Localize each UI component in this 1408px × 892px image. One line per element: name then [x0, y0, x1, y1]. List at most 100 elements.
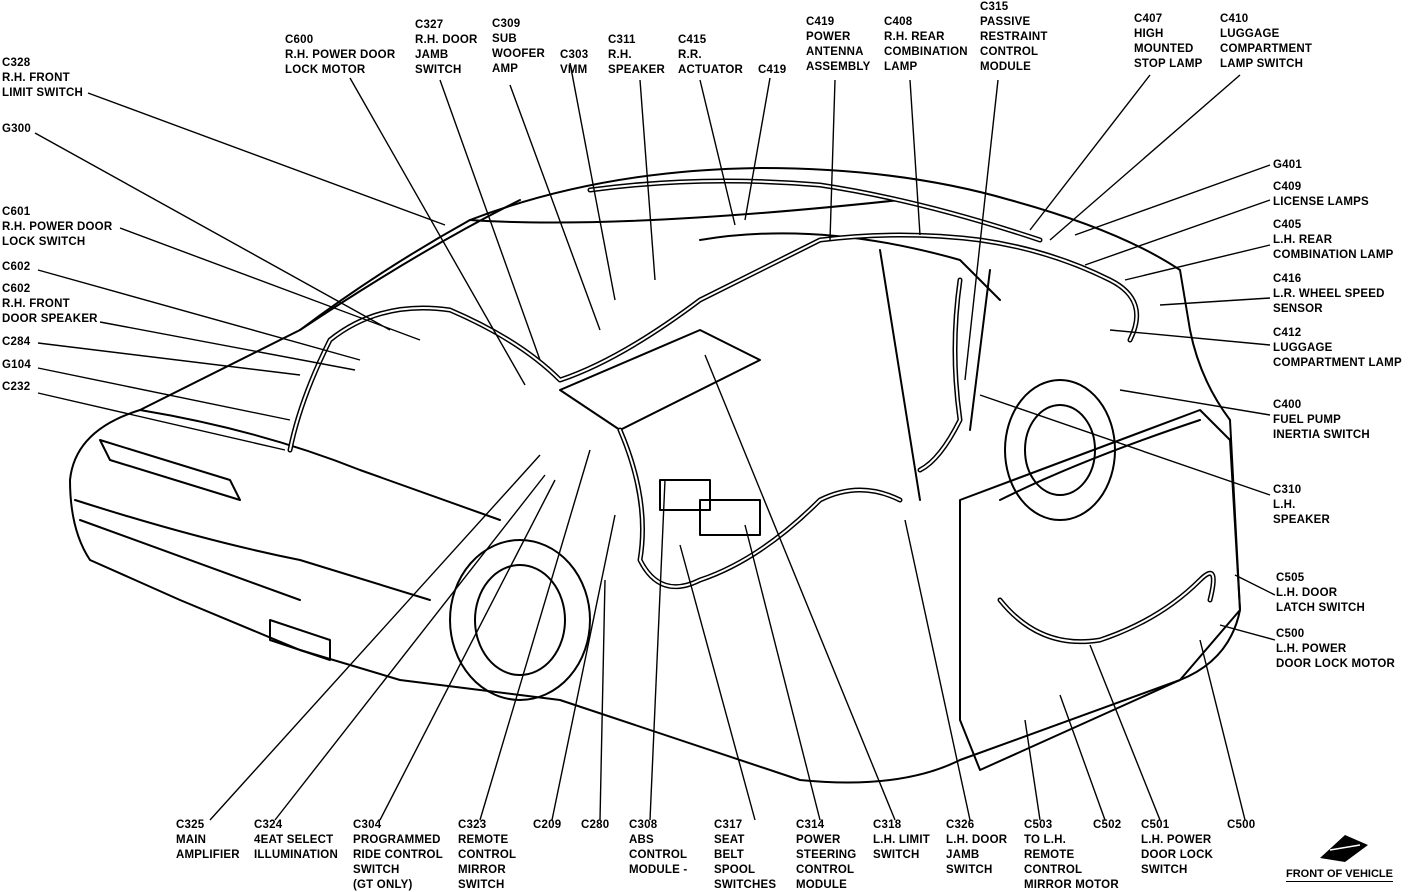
- leader-c317: [679, 544, 756, 821]
- leader-c409: [1084, 199, 1271, 266]
- label-c410: C410 LUGGAGE COMPARTMENT LAMP SWITCH: [1220, 13, 1313, 70]
- label-c419-antenna: C419 POWER ANTENNA ASSEMBLY: [806, 16, 871, 73]
- label-c308: C308 ABS CONTROL MODULE -: [629, 819, 688, 876]
- label-c602-speaker: C602 R.H. FRONT DOOR SPEAKER: [2, 283, 98, 325]
- label-c327: C327 R.H. DOOR JAMB SWITCH: [415, 19, 478, 76]
- leader-c503: [1024, 719, 1041, 821]
- leader-c280: [599, 579, 606, 821]
- leader-g104: [37, 367, 291, 421]
- leader-c602a: [37, 269, 361, 361]
- label-c501: C501 L.H. POWER DOOR LOCK SWITCH: [1141, 819, 1214, 876]
- leader-c315: [964, 79, 999, 381]
- label-c416: C416 L.R. WHEEL SPEED SENSOR: [1273, 273, 1385, 315]
- rear-wheel-hub: [1024, 404, 1096, 496]
- leader-c405: [1124, 244, 1271, 281]
- leader-c419a: [744, 77, 771, 221]
- label-c232: C232: [2, 381, 31, 393]
- leader-c505: [1234, 574, 1276, 596]
- label-c325: C325 MAIN AMPLIFIER: [176, 819, 240, 861]
- leader-c325: [209, 454, 541, 821]
- label-c502: C502: [1093, 819, 1122, 831]
- label-c505: C505 L.H. DOOR LATCH SWITCH: [1276, 572, 1366, 614]
- label-c326: C326 L.H. DOOR JAMB SWITCH: [946, 819, 1008, 876]
- c-pillar: [969, 269, 991, 431]
- lh-door-window: [999, 419, 1201, 501]
- leader-c601: [119, 227, 421, 341]
- label-c500: C500: [1227, 819, 1256, 831]
- label-c500-motor: C500 L.H. POWER DOOR LOCK MOTOR: [1276, 628, 1396, 670]
- label-c600: C600 R.H. POWER DOOR LOCK MOTOR: [285, 34, 396, 76]
- leader-c303: [569, 62, 616, 301]
- leader-c602b: [99, 321, 356, 371]
- front-arrow-icon: [1320, 835, 1368, 862]
- label-c304: C304 PROGRAMMED RIDE CONTROL SWITCH (GT …: [353, 819, 443, 891]
- leader-c500a: [1219, 624, 1276, 641]
- leader-c400: [1119, 389, 1271, 416]
- front-bumper-line: [74, 499, 431, 601]
- leader-c502: [1059, 694, 1106, 821]
- b-pillar: [879, 249, 921, 501]
- label-c409: C409 LICENSE LAMPS: [1273, 181, 1369, 208]
- leader-c419b: [829, 79, 836, 241]
- leader-c324: [274, 474, 546, 821]
- lh-door-panel: [959, 409, 1241, 771]
- car-body-outline: [69, 167, 1241, 784]
- leader-c328: [87, 92, 446, 226]
- label-c415: C415 R.R. ACTUATOR: [678, 34, 744, 76]
- label-c602: C602: [2, 261, 31, 273]
- front-wheel-hub: [474, 564, 566, 676]
- label-c209: C209: [533, 819, 562, 831]
- leader-c311: [639, 79, 656, 281]
- leader-c323: [479, 449, 591, 821]
- leader-c284: [37, 342, 301, 376]
- label-c412: C412 LUGGAGE COMPARTMENT LAMP: [1273, 327, 1402, 369]
- leader-c327: [439, 79, 541, 361]
- label-c407: C407 HIGH MOUNTED STOP LAMP: [1134, 13, 1203, 70]
- center-console: [559, 329, 761, 431]
- leader-c308: [649, 479, 666, 821]
- leader-c412: [1109, 329, 1271, 346]
- harness-pillar: [917, 277, 963, 473]
- label-g104: G104: [2, 359, 31, 371]
- leader-c408: [909, 79, 921, 236]
- headlight: [99, 439, 241, 501]
- label-c405: C405 L.H. REAR COMBINATION LAMP: [1273, 219, 1394, 261]
- label-c400: C400 FUEL PUMP INERTIA SWITCH: [1273, 399, 1370, 441]
- rear-deck: [699, 232, 1001, 301]
- label-c315: C315 PASSIVE RESTRAINT CONTROL MODULE: [980, 1, 1048, 73]
- leader-c232: [37, 392, 286, 451]
- label-c280: C280: [581, 819, 610, 831]
- leader-c318: [704, 354, 896, 821]
- label-c318: C318 L.H. LIMIT SWITCH: [873, 819, 930, 861]
- leader-c410: [1049, 74, 1241, 241]
- module-box-2: [659, 479, 711, 511]
- rear-wheel: [1004, 379, 1116, 521]
- label-c328: C328 R.H. FRONT LIMIT SWITCH: [2, 57, 83, 99]
- leader-c415: [699, 79, 736, 226]
- label-c408: C408 R.H. REAR COMBINATION LAMP: [884, 16, 968, 73]
- leader-c314: [744, 524, 821, 821]
- label-c324: C324 4EAT SELECT ILLUMINATION: [254, 819, 338, 861]
- front-wheel: [449, 539, 591, 701]
- foglight: [269, 619, 331, 661]
- label-c303: C303 VMM: [560, 49, 589, 76]
- leader-c501: [1089, 644, 1161, 821]
- label-g401: G401: [1273, 159, 1302, 171]
- label-c419: C419: [758, 64, 787, 76]
- label-c284: C284: [2, 336, 31, 348]
- harness-main: [287, 232, 1140, 453]
- label-g300: G300: [2, 123, 31, 135]
- leader-g401: [1074, 164, 1271, 236]
- leader-c500b: [1199, 639, 1246, 821]
- front-of-vehicle-label: FRONT OF VEHICLE: [1286, 868, 1393, 882]
- windshield-line: [299, 199, 521, 331]
- leader-c600: [349, 77, 526, 386]
- leader-c209: [551, 514, 616, 821]
- grille-line: [79, 519, 301, 601]
- label-c310: C310 L.H. SPEAKER: [1273, 484, 1330, 526]
- label-c323: C323 REMOTE CONTROL MIRROR SWITCH: [458, 819, 517, 891]
- leader-c310: [979, 394, 1271, 496]
- label-c309: C309 SUB WOOFER AMP: [492, 18, 545, 75]
